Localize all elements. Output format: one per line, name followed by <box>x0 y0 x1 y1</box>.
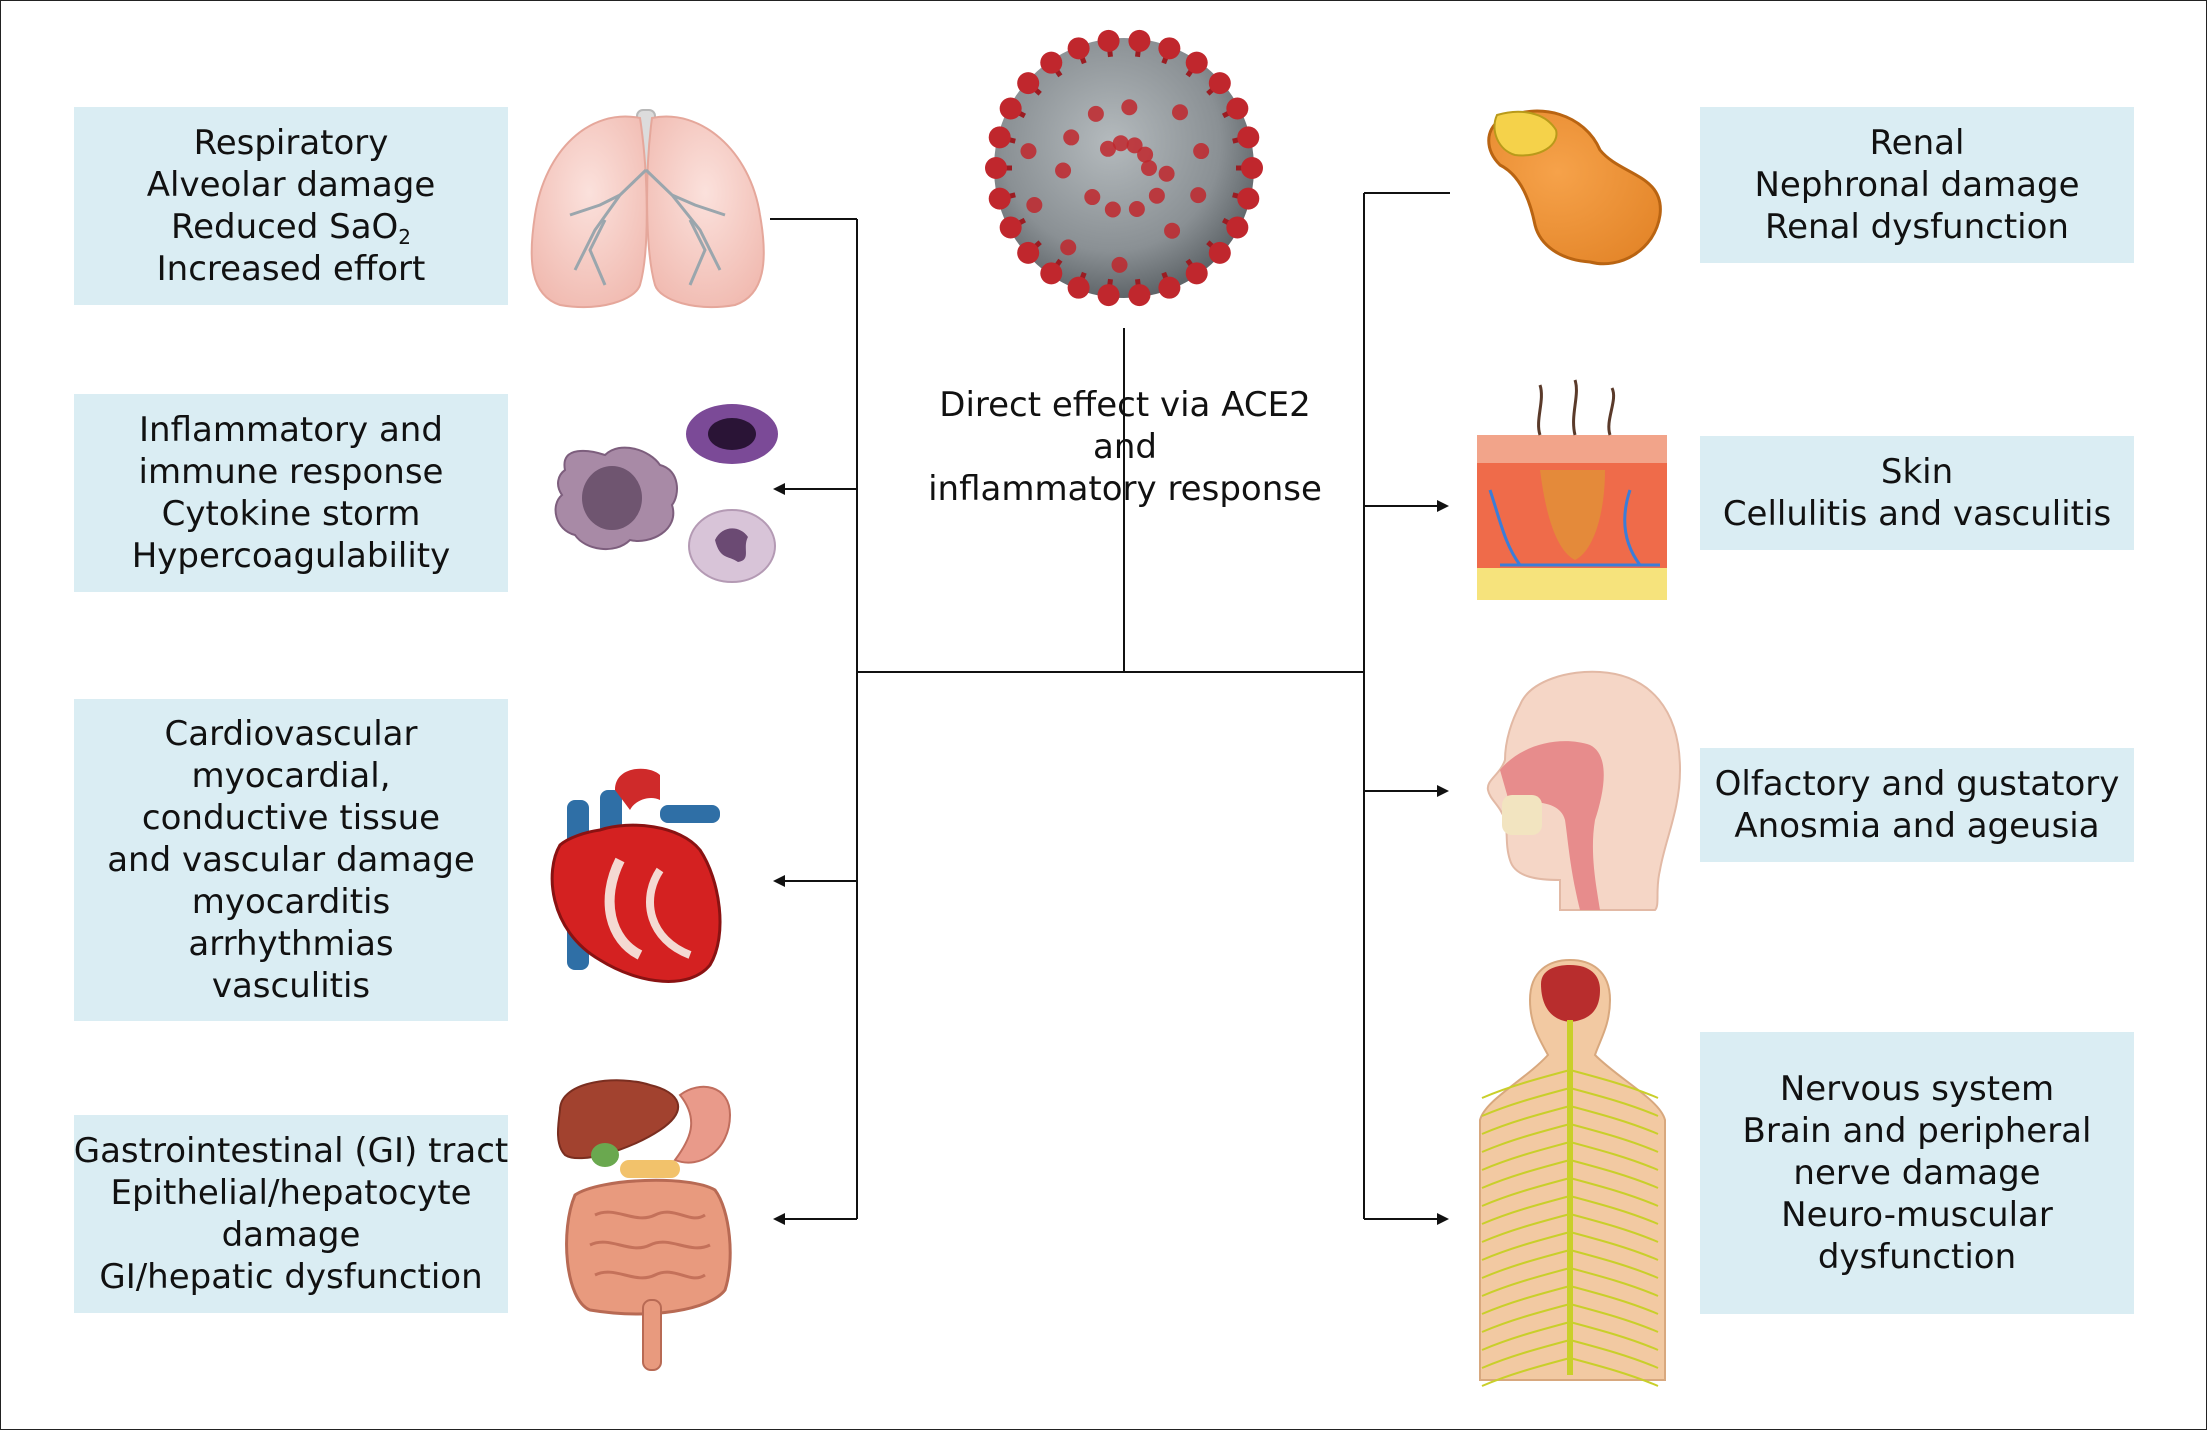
box-line: GI/hepatic dysfunction <box>99 1257 483 1297</box>
box-line: Alveolar damage <box>146 165 436 205</box>
box-line: myocardial, <box>191 756 391 796</box>
box-line: Cardiovascular <box>164 714 418 754</box>
center-line: inflammatory response <box>928 469 1322 509</box>
central-mechanism-label: Direct effect via ACE2 and inflammatory … <box>905 384 1345 510</box>
olfactory-box: Olfactory and gustatory Anosmia and ageu… <box>1700 748 2134 862</box>
box-line: dysfunction <box>1817 1237 2017 1277</box>
box-line: Increased effort <box>156 249 426 289</box>
connector-lines <box>770 192 1450 1225</box>
immune-cells-icon <box>554 404 778 583</box>
renal-box: Renal Nephronal damage Renal dysfunction <box>1700 107 2134 263</box>
box-line: Nephronal damage <box>1754 165 2080 205</box>
cardiovascular-box: Cardiovascular myocardial, conductive ti… <box>74 699 508 1021</box>
box-line: conductive tissue <box>141 798 441 838</box>
box-line: Renal <box>1869 123 1965 163</box>
box-line: Cytokine storm <box>161 494 421 534</box>
spinal-nerves <box>1481 1069 1659 1387</box>
box-line: Epithelial/hepatocyte <box>110 1173 472 1213</box>
gastrointestinal-box: Gastrointestinal (GI) tract Epithelial/h… <box>74 1115 508 1313</box>
lungs-icon <box>530 109 765 309</box>
box-line: Olfactory and gustatory <box>1714 764 2120 804</box>
box-line: damage <box>221 1215 361 1255</box>
head-cross-section-icon <box>1486 670 1682 911</box>
box-line: arrhythmias <box>188 924 394 964</box>
sao2-label: Reduced SaO <box>170 207 399 247</box>
box-line: and vascular damage <box>107 840 475 880</box>
coronavirus-icon <box>985 29 1263 307</box>
box-line: Reduced SaO2 <box>171 206 411 248</box>
box-line: Inflammatory and <box>139 410 443 450</box>
box-line: myocarditis <box>191 882 391 922</box>
box-line: Anosmia and ageusia <box>1734 806 2100 846</box>
nervous-system-icon <box>1479 958 1666 1387</box>
box-line: Renal dysfunction <box>1765 207 2069 247</box>
box-line: vasculitis <box>211 966 371 1006</box>
box-line: immune response <box>138 452 444 492</box>
heart-icon <box>550 768 722 983</box>
skin-cross-section-icon <box>1477 379 1667 600</box>
center-line: and <box>1093 427 1157 467</box>
box-line: Brain and peripheral <box>1742 1111 2092 1151</box>
box-line: Hypercoagulability <box>131 536 451 576</box>
immune-box: Inflammatory and immune response Cytokin… <box>74 394 508 592</box>
box-line: Nervous system <box>1779 1069 2055 1109</box>
box-line: Gastrointestinal (GI) tract <box>73 1131 509 1171</box>
box-line: Skin <box>1880 452 1954 492</box>
nervous-system-box: Nervous system Brain and peripheral nerv… <box>1700 1032 2134 1314</box>
center-line: Direct effect via ACE2 <box>939 385 1311 425</box>
box-line: Respiratory <box>193 123 389 163</box>
skin-box: Skin Cellulitis and vasculitis <box>1700 436 2134 550</box>
respiratory-box: Respiratory Alveolar damage Reduced SaO2… <box>74 107 508 305</box>
box-line: nerve damage <box>1793 1153 2041 1193</box>
box-line: Cellulitis and vasculitis <box>1722 494 2112 534</box>
sao2-subscript: 2 <box>398 225 412 249</box>
kidney-icon <box>1487 109 1662 266</box>
box-line: Neuro-muscular <box>1781 1195 2053 1235</box>
digestive-system-icon <box>557 1079 732 1371</box>
